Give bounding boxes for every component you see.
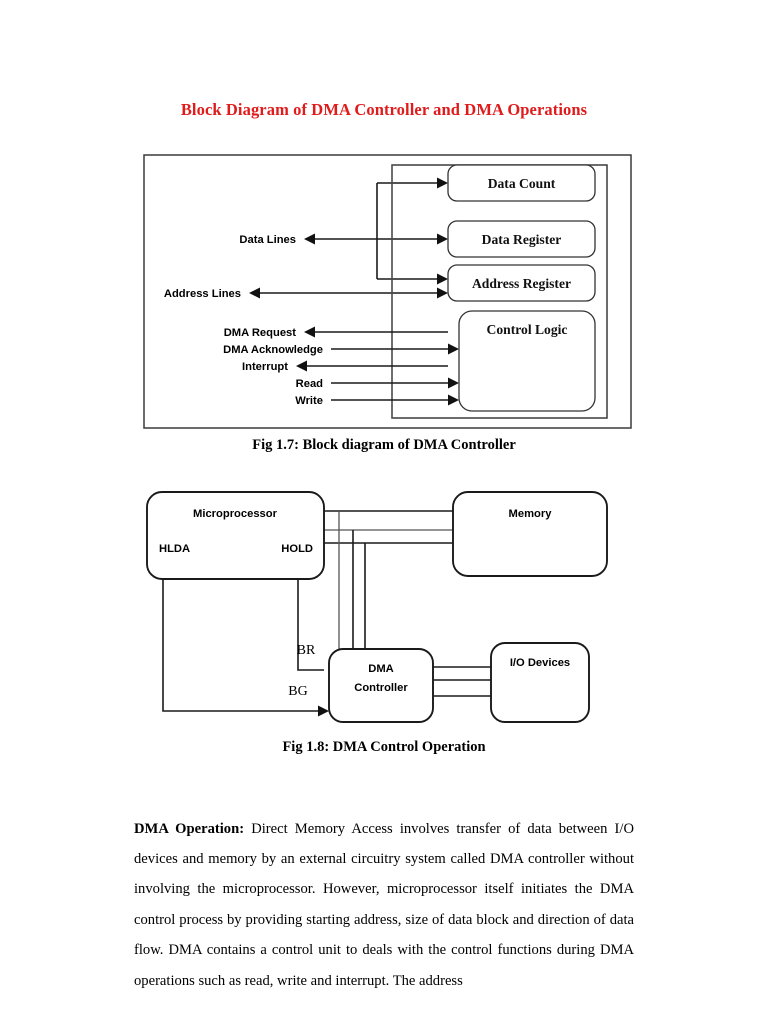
signal-label-read: Read [296,378,324,390]
signal-label-data-lines: Data Lines [239,234,296,246]
arrowhead-data-count [437,177,448,189]
block-control-logic-label: Control Logic [487,322,568,337]
block-dma-controller-label-line2: Controller [354,682,408,694]
figure-dma-control-operation: Microprocessor HLDA HOLD Memory DMA Cont… [143,483,611,731]
figure-dma-controller-block-diagram: Data Count Data Register Address Registe… [143,154,632,429]
paragraph-lead: DMA Operation: [134,820,245,837]
block-microprocessor: Microprocessor HLDA HOLD [146,491,325,580]
block-data-register-label: Data Register [482,232,562,247]
pin-label-hlda: HLDA [159,543,190,555]
arrowhead-write-in [448,394,459,406]
block-io-devices: I/O Devices [490,642,590,723]
arrowhead-bg [318,705,329,717]
arrowhead-interrupt-out [296,360,307,372]
wire-br [297,579,324,671]
signal-label-interrupt: Interrupt [242,361,288,373]
signal-label-dma-request: DMA Request [224,327,297,339]
block-data-count-label: Data Count [488,176,556,191]
block-address-register-label: Address Register [472,276,571,291]
arrowhead-address-register-lower [437,287,448,299]
arrowhead-address-lines-out [249,287,260,299]
arrowhead-read-in [448,377,459,389]
signal-label-br: BR [297,643,316,658]
arrowhead-dma-acknowledge-in [448,343,459,355]
block-io-devices-label: I/O Devices [510,657,570,669]
signal-label-dma-acknowledge: DMA Acknowledge [223,344,323,356]
figure1-outer-frame [143,154,632,429]
block-data-register: Data Register [447,220,596,258]
paragraph-text: Direct Memory Access involves transfer o… [134,820,634,989]
block-data-count: Data Count [447,164,596,202]
block-control-logic: Control Logic [458,310,596,412]
body-paragraph: DMA Operation: Direct Memory Access invo… [134,814,634,996]
figure1-caption: Fig 1.7: Block diagram of DMA Controller [252,437,516,453]
block-dma-controller-label-line1: DMA [368,663,393,675]
block-microprocessor-label: Microprocessor [193,508,278,520]
signal-label-write: Write [295,395,323,407]
figure2-caption: Fig 1.8: DMA Control Operation [282,739,486,755]
arrowhead-data-lines-out [304,233,315,245]
block-address-register: Address Register [447,264,596,302]
arrowhead-address-register-upper [437,273,448,285]
block-memory-label: Memory [509,508,553,520]
wire-bg [162,569,318,712]
block-memory: Memory [452,491,608,577]
arrowhead-data-register [437,233,448,245]
pin-label-hold: HOLD [281,543,313,555]
arrowhead-dma-request-out [304,326,315,338]
signal-label-bg: BG [288,684,307,699]
block-dma-controller: DMA Controller [328,648,434,723]
signal-label-address-lines: Address Lines [164,288,241,300]
page-title: Block Diagram of DMA Controller and DMA … [180,100,588,119]
